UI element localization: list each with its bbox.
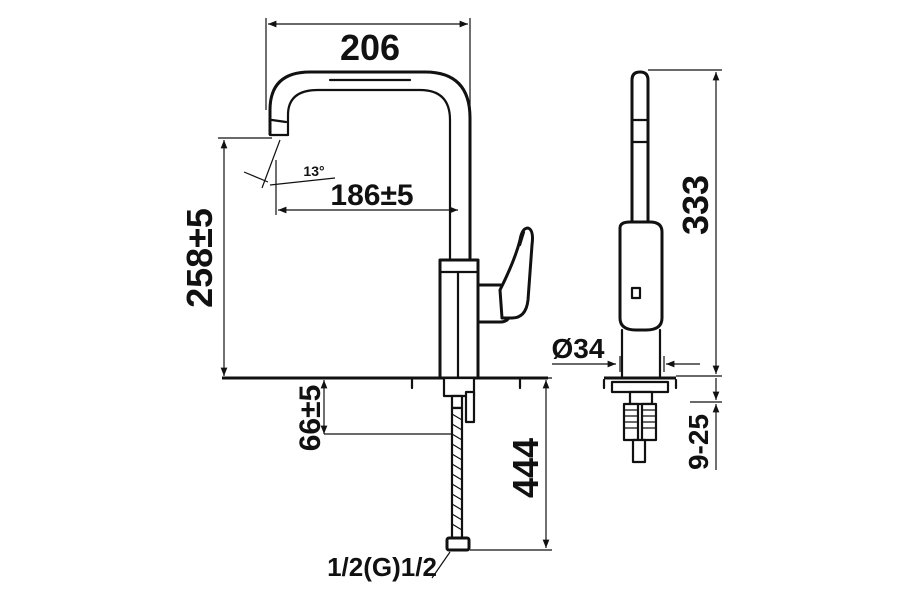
faucet-body xyxy=(438,258,480,380)
connection-thread-label: 1/2(G)1/2 xyxy=(327,552,437,582)
hose-length-label: 444 xyxy=(505,438,546,498)
spout-reach-label: 186±5 xyxy=(330,179,413,212)
mounting-hardware xyxy=(410,376,522,424)
total-height-label: 333 xyxy=(675,175,716,235)
deck-thickness-label: 9-25 xyxy=(683,414,714,470)
shank-length-label: 66±5 xyxy=(294,385,327,452)
spout-height-label: 258±5 xyxy=(179,208,220,308)
spout xyxy=(268,70,472,262)
dimension-lines xyxy=(218,18,722,579)
lever-handle xyxy=(476,226,534,324)
spout-angle-label: 13° xyxy=(303,163,324,179)
base-diameter-label: Ø34 xyxy=(552,333,605,364)
side-view xyxy=(602,70,678,464)
overall-reach-label: 206 xyxy=(340,27,400,68)
supply-hose xyxy=(445,406,471,552)
front-view xyxy=(222,70,548,552)
